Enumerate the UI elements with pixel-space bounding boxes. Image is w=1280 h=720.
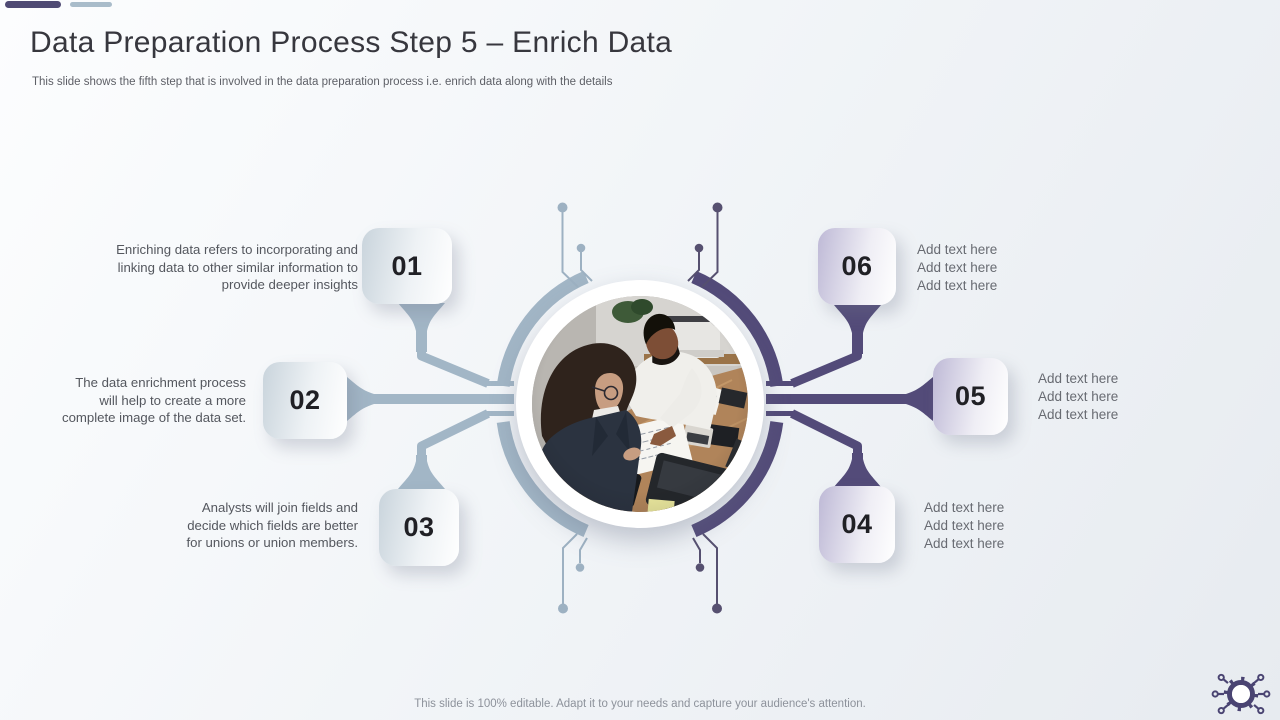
step-02-line-1: The data enrichment process <box>75 375 246 390</box>
step-06-line-2: Add text here <box>917 260 998 275</box>
step-03-line-1: Analysts will join fields and <box>201 500 358 515</box>
step-04-line-3: Add text here <box>924 536 1005 551</box>
gear-network-icon <box>1211 673 1271 715</box>
connectors-right-purple <box>687 202 933 614</box>
step-05-text[interactable]: Add text here Add text here Add text her… <box>1038 370 1198 424</box>
circuit-dots-blue <box>557 202 586 614</box>
step-02-number: 02 <box>289 385 321 415</box>
accent-bar-primary <box>5 1 61 8</box>
step-01-number: 01 <box>391 250 423 281</box>
step-05-number: 05 <box>954 381 987 411</box>
step-04-line-2: Add text here <box>924 518 1005 533</box>
step-03-line-3: for unions or union members. <box>186 535 358 551</box>
step-06-box[interactable]: 06 <box>818 228 896 305</box>
step-05-box[interactable]: 05 <box>933 358 1008 435</box>
step-01-line-2: linking data to other similar informatio… <box>117 259 358 275</box>
step-05-line-2: Add text here <box>1038 389 1119 404</box>
footer-note: This slide is 100% editable. Adapt it to… <box>414 698 866 710</box>
step-03-number: 03 <box>403 512 435 542</box>
step-06-number: 06 <box>841 251 873 281</box>
step-02-line-2: will help to create a more <box>99 392 246 408</box>
step-05-line-3: Add text here <box>1038 407 1119 422</box>
office-scene-illustration <box>532 296 748 512</box>
step-03-line-2: decide which fields are better <box>187 517 358 533</box>
center-photo <box>532 296 748 512</box>
circuit-dots-purple <box>694 202 723 614</box>
step-03-text[interactable]: Analysts will join fields and decide whi… <box>98 499 358 552</box>
step-02-box[interactable]: 02 <box>263 362 347 439</box>
step-02-line-3: complete image of the data set. <box>61 410 246 426</box>
step-01-box[interactable]: 01 <box>362 228 452 304</box>
step-04-box[interactable]: 04 <box>819 486 895 563</box>
step-06-text[interactable]: Add text here Add text here Add text her… <box>917 241 1077 295</box>
step-04-text[interactable]: Add text here Add text here Add text her… <box>924 499 1084 553</box>
step-04-number: 04 <box>841 509 873 539</box>
step-02-text[interactable]: The data enrichment process will help to… <box>28 374 246 427</box>
slide-subtitle[interactable]: This slide shows the fifth step that is … <box>32 76 613 88</box>
step-03-box[interactable]: 03 <box>379 489 459 566</box>
step-01-text[interactable]: Enriching data refers to incorporating a… <box>56 241 358 294</box>
step-06-line-3: Add text here <box>917 278 998 293</box>
step-04-line-1: Add text here <box>924 500 1005 515</box>
step-01-line-1: Enriching data refers to incorporating a… <box>116 242 358 257</box>
step-06-line-1: Add text here <box>917 242 998 257</box>
accent-bar-secondary <box>70 2 112 7</box>
connectors-left-blue <box>347 202 593 614</box>
step-01-line-3: provide deeper insights <box>221 277 358 293</box>
step-05-line-1: Add text here <box>1038 371 1119 386</box>
page-title[interactable]: Data Preparation Process Step 5 – Enrich… <box>30 26 673 59</box>
